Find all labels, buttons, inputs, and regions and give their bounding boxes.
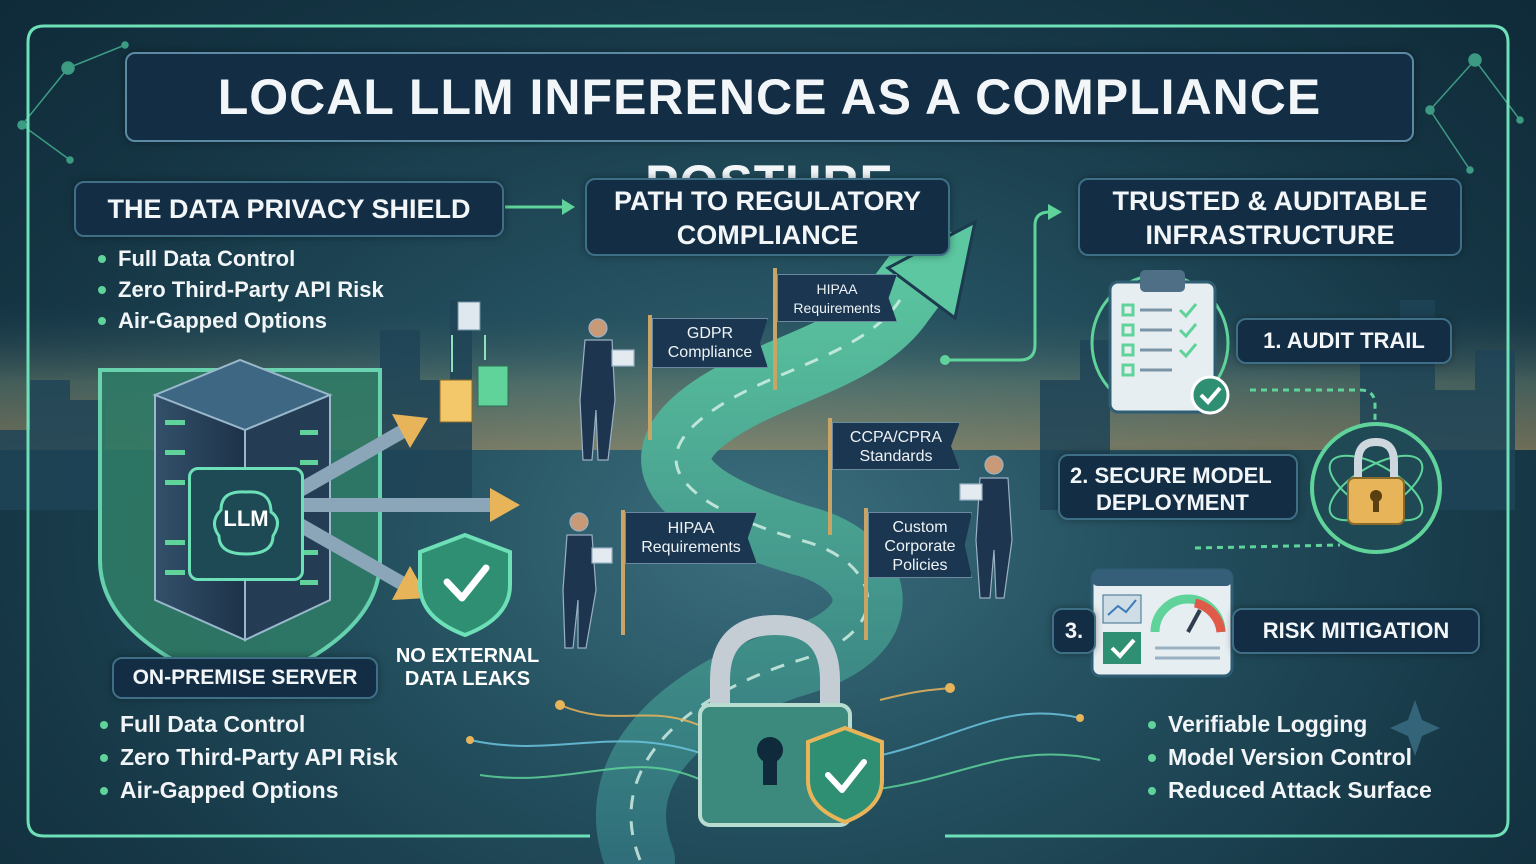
flag-line: Requirements xyxy=(793,300,881,316)
heading-line: TRUSTED & AUDITABLE xyxy=(1112,186,1428,216)
risk-mitigation-label: RISK MITIGATION xyxy=(1232,608,1480,654)
no-leak-shield-icon xyxy=(418,532,512,638)
road-centerline xyxy=(629,299,902,861)
flag-line: Corporate xyxy=(884,538,956,555)
bullet-item: Verifiable Logging xyxy=(1146,708,1432,741)
business-people xyxy=(562,318,1013,649)
bullet-item: Air-Gapped Options xyxy=(98,774,398,807)
secure-model-deployment-label: 2. SECURE MODEL DEPLOYMENT xyxy=(1058,454,1298,520)
flag-line: HIPAA xyxy=(816,281,858,297)
flag-ccpa: CCPA/CPRA Standards xyxy=(832,422,960,470)
heading-line: COMPLIANCE xyxy=(676,220,859,250)
bullet-item: Model Version Control xyxy=(1146,741,1432,774)
risk-number-label: 3. xyxy=(1052,608,1096,654)
llm-label: LLM xyxy=(223,506,269,531)
trusted-infrastructure-heading: TRUSTED & AUDITABLE INFRASTRUCTURE xyxy=(1078,178,1462,256)
flag-hipaa-bottom: HIPAA Requirements xyxy=(625,512,757,564)
flag-line: Custom xyxy=(892,519,948,536)
sparkle-decoration xyxy=(1390,700,1440,756)
heading-line: PATH TO REGULATORY xyxy=(613,186,921,216)
flag-custom-policies: Custom Corporate Policies xyxy=(868,512,972,578)
document-icons xyxy=(439,301,509,423)
flag-line: GDPR xyxy=(686,325,734,342)
regulatory-compliance-heading: PATH TO REGULATORY COMPLIANCE xyxy=(585,178,950,256)
flag-poles xyxy=(621,268,868,640)
audit-clipboard-icon xyxy=(1090,270,1230,415)
llm-chip: LLM xyxy=(188,467,304,581)
risk-dashboard-icon xyxy=(1090,568,1234,678)
brain-icon xyxy=(213,490,279,556)
flag-line: HIPAA xyxy=(667,520,715,537)
flag-line: Requirements xyxy=(641,539,741,556)
data-flow-arrows xyxy=(296,423,495,592)
privacy-bullets-top: Full Data Control Zero Third-Party API R… xyxy=(96,243,384,336)
label-line: 2. SECURE MODEL xyxy=(1070,463,1272,488)
label-line: DEPLOYMENT xyxy=(1096,490,1249,515)
flow-connectors xyxy=(505,205,1377,550)
bullet-item: Full Data Control xyxy=(98,708,398,741)
infrastructure-bullets: Verifiable Logging Model Version Control… xyxy=(1146,708,1432,807)
flag-line: CCPA/CPRA xyxy=(849,429,943,446)
bullet-item: Air-Gapped Options xyxy=(96,305,384,336)
secure-lock-icon xyxy=(1310,422,1442,554)
center-padlock-icon xyxy=(698,614,884,827)
circuit-nodes xyxy=(466,683,1084,744)
data-privacy-shield-heading: THE DATA PRIVACY SHIELD xyxy=(74,181,504,237)
bullet-item: Zero Third-Party API Risk xyxy=(98,741,398,774)
outer-frame xyxy=(26,24,1510,838)
flag-line: Compliance xyxy=(667,344,753,361)
flag-line: Standards xyxy=(859,448,933,465)
page-title: LOCAL LLM INFERENCE AS A COMPLIANCE POST… xyxy=(125,52,1414,211)
bullet-item: Reduced Attack Surface xyxy=(1146,774,1432,807)
bullet-item: Zero Third-Party API Risk xyxy=(96,274,384,305)
audit-trail-label: 1. AUDIT TRAIL xyxy=(1236,318,1452,364)
flag-gdpr: GDPR Compliance xyxy=(652,318,768,368)
privacy-bullets-bottom: Full Data Control Zero Third-Party API R… xyxy=(98,708,398,807)
label-line: DATA LEAKS xyxy=(404,668,531,690)
circuit-lines xyxy=(469,687,1101,791)
no-external-data-leaks-label: NO EXTERNAL DATA LEAKS xyxy=(385,645,550,691)
network-nodes-right xyxy=(1425,53,1524,174)
flag-hipaa-top: HIPAA Requirements xyxy=(777,274,897,322)
bullet-item: Full Data Control xyxy=(96,243,384,274)
flag-line: Policies xyxy=(892,557,948,574)
on-premise-server-label: ON-PREMISE SERVER xyxy=(112,657,378,699)
heading-line: INFRASTRUCTURE xyxy=(1145,220,1395,250)
network-nodes-left xyxy=(17,41,129,164)
label-line: NO EXTERNAL xyxy=(395,645,540,667)
